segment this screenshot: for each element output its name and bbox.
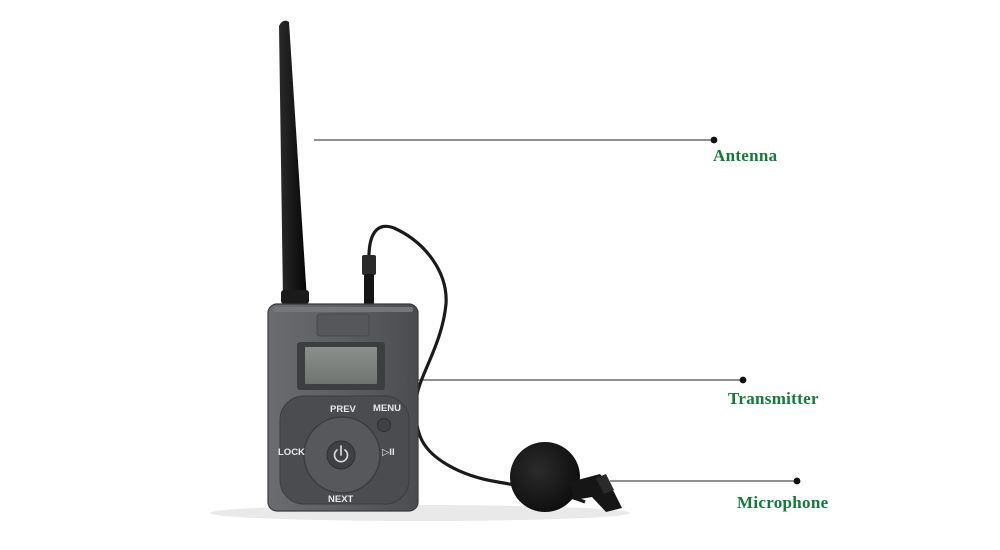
- lock-key-label: LOCK: [278, 447, 305, 458]
- microphone-label: Microphone: [737, 493, 829, 512]
- next-key-label: NEXT: [328, 494, 354, 505]
- lcd-screen: [305, 347, 377, 384]
- transmitter-leader-dot: [739, 376, 747, 384]
- microphone-clip: [570, 474, 622, 512]
- antenna-label: Antenna: [713, 146, 778, 165]
- power-button[interactable]: [326, 440, 356, 470]
- lavalier-microphone: [510, 442, 622, 512]
- antenna: [279, 20, 309, 304]
- callout-lines: [314, 139, 796, 482]
- antenna-leader-dot: [710, 136, 718, 144]
- transmitter-device: PREV MENU LOCK ▷II NEXT: [267, 303, 419, 512]
- menu-key-label: MENU: [373, 403, 401, 414]
- microphone-leader-dot: [793, 477, 801, 485]
- audio-jack: [362, 255, 376, 308]
- menu-button[interactable]: [377, 418, 391, 432]
- microphone-cable: [367, 224, 586, 504]
- prev-key-label: PREV: [330, 404, 357, 415]
- transmitter-label: Transmitter: [728, 389, 819, 408]
- power-icon: [333, 445, 349, 463]
- microphone-foam: [510, 442, 580, 512]
- play-pause-icon: ▷II: [382, 447, 395, 458]
